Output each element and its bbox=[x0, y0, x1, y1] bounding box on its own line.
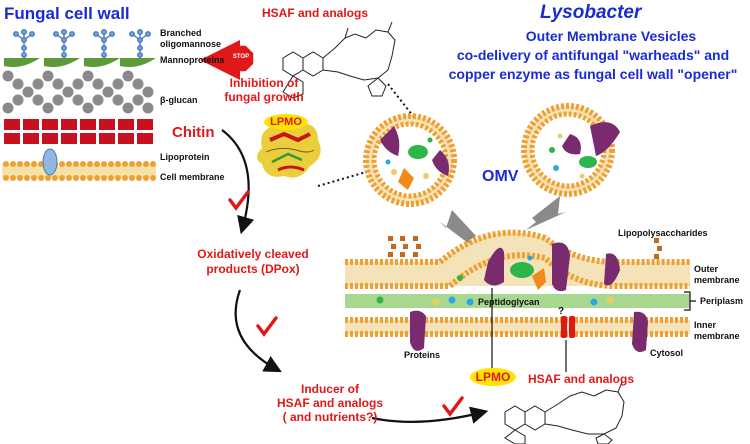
products-to-inducer-arrow bbox=[234, 289, 282, 373]
label-cytosol: Cytosol bbox=[650, 348, 684, 358]
inner-membrane bbox=[345, 317, 690, 337]
label-omv: OMV bbox=[482, 168, 519, 185]
omv-vesicle-left bbox=[363, 113, 457, 207]
label-periplasm: Periplasm bbox=[700, 296, 744, 306]
label-oxidatively-cleaved: Oxidatively cleaved bbox=[197, 247, 309, 261]
chitin-to-products-arrow bbox=[221, 129, 255, 235]
label-proteins: Proteins bbox=[404, 350, 441, 360]
omv-subtitle-line3: copper enzyme as fungal cell wall "opene… bbox=[448, 66, 738, 82]
label-hsaf-bottom: HSAF and analogs bbox=[528, 372, 635, 386]
label-inhibition-1: Inhibition of bbox=[229, 76, 299, 90]
dotted-link-lpmo-to-omv bbox=[317, 167, 381, 187]
label-inner-2: membrane bbox=[694, 331, 740, 341]
fungal-cell-wall-title: Fungal cell wall bbox=[4, 4, 130, 23]
hsaf-transporter bbox=[561, 316, 575, 338]
oligomannose-chains bbox=[13, 29, 151, 58]
omv-vesicle-right bbox=[521, 103, 620, 197]
label-inhibition-2: fungal growth bbox=[224, 90, 304, 104]
label-beta-glucan: β-glucan bbox=[160, 95, 198, 105]
lipopolysaccharides bbox=[388, 236, 662, 259]
lpmo-badge-top: LPMO bbox=[264, 114, 308, 130]
label-inner-1: Inner bbox=[694, 320, 717, 330]
periplasm-contents bbox=[376, 255, 614, 306]
label-oligomannose: oligomannose bbox=[160, 39, 222, 49]
mannoproteins bbox=[4, 58, 156, 67]
label-inducer-2: HSAF and analogs bbox=[276, 396, 383, 410]
check-mark-icon bbox=[228, 190, 250, 211]
peptidoglycan-layer bbox=[345, 294, 690, 308]
outer-membrane bbox=[345, 229, 690, 289]
omv-subtitle-line2: co-delivery of antifungal "warheads" and bbox=[456, 47, 730, 63]
fungal-cell-membrane bbox=[2, 161, 156, 181]
label-inducer-3: ( and nutrients?) bbox=[282, 410, 378, 424]
label-outer-2: membrane bbox=[694, 275, 740, 285]
label-outer-1: Outer bbox=[694, 264, 719, 274]
label-lipopolysaccharides: Lipopolysaccharides bbox=[618, 228, 708, 238]
label-peptidoglycan: Peptidoglycan bbox=[478, 297, 540, 307]
label-products-dpox: products (DPox) bbox=[206, 262, 300, 276]
label-inducer-1: Inducer of bbox=[300, 382, 359, 396]
label-chitin: Chitin bbox=[172, 124, 215, 141]
stop-sign-text: STOP bbox=[232, 54, 250, 60]
label-mannoproteins: Mannoproteins bbox=[160, 55, 225, 65]
inducer-to-hsaf-arrow bbox=[371, 406, 489, 424]
omv-release-arrow-right bbox=[526, 196, 566, 230]
hsaf-molecule-bottom bbox=[504, 381, 625, 444]
lpmo-badge-bottom: LPMO bbox=[470, 368, 516, 386]
check-mark-icon bbox=[442, 396, 464, 417]
chitin-layer bbox=[4, 119, 153, 144]
hsaf-molecule-top bbox=[282, 21, 396, 99]
lysobacter-title: Lysobacter bbox=[540, 2, 642, 23]
check-mark-icon bbox=[256, 316, 278, 337]
label-hsaf-top: HSAF and analogs bbox=[262, 6, 369, 20]
lpmo-protein-structure bbox=[257, 120, 321, 178]
lipoprotein-shape bbox=[42, 148, 58, 176]
membrane-proteins bbox=[410, 242, 648, 352]
omv-subtitle-line1: Outer Membrane Vesicles bbox=[525, 28, 697, 44]
label-cell-membrane: Cell membrane bbox=[160, 172, 225, 182]
label-lipoprotein: Lipoprotein bbox=[160, 152, 210, 162]
label-question-mark: ? bbox=[558, 306, 565, 317]
beta-glucan bbox=[2, 70, 154, 114]
label-branched: Branched bbox=[160, 28, 202, 38]
periplasm-bracket bbox=[684, 291, 696, 311]
